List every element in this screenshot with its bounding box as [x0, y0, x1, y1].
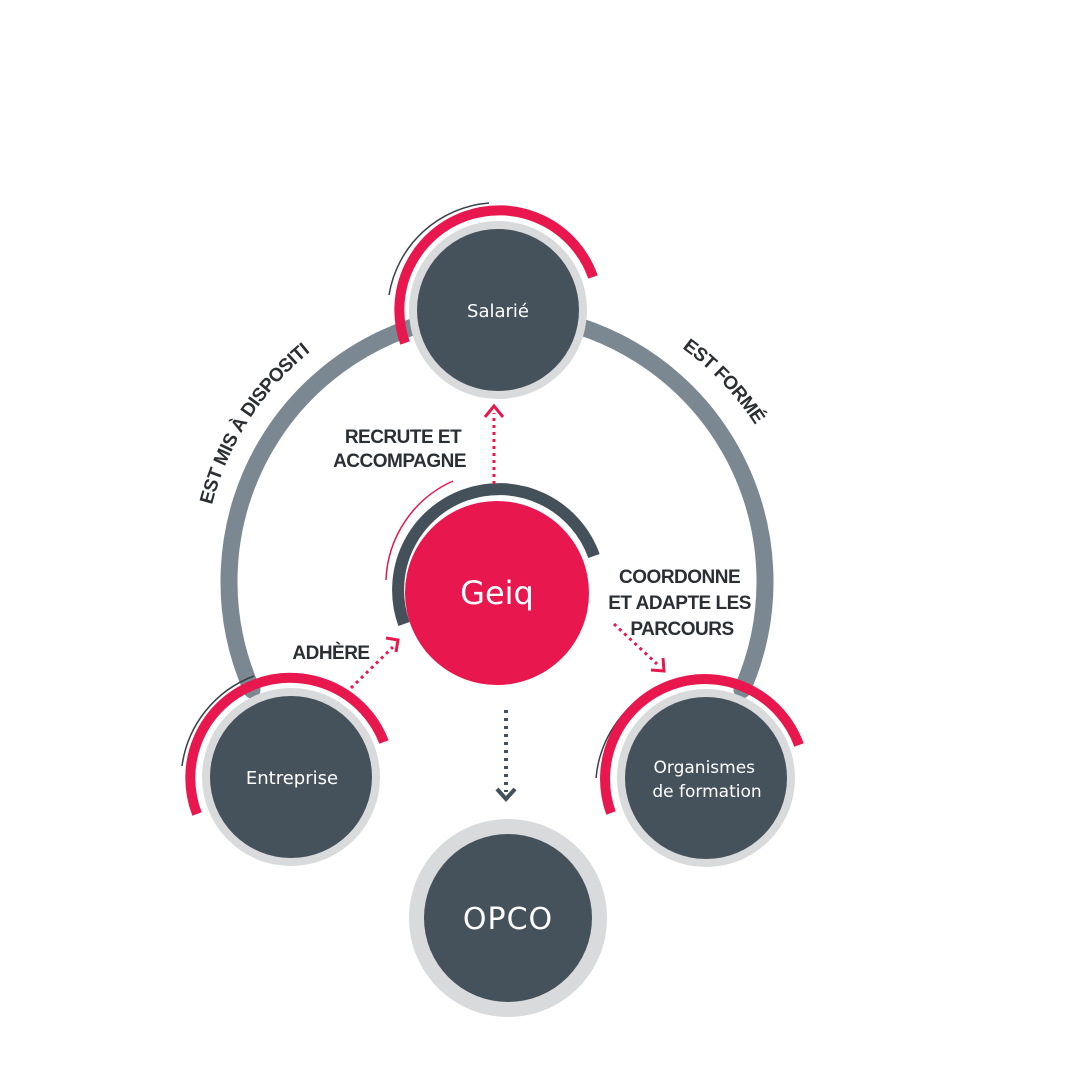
entreprise-thin-arc [181, 675, 255, 767]
organismes-red-arc [600, 674, 804, 815]
arrow-geiq-to-organismes [612, 622, 666, 673]
label-adhere: ADHÈRE [292, 642, 369, 664]
geiq-label: Geiq [460, 574, 534, 612]
opco-circle [424, 834, 592, 1002]
label-recrute-et-accompagne: RECRUTE ET ACCOMPAGNE [333, 427, 466, 472]
geiq-circle [405, 501, 589, 685]
opco-label: OPCO [463, 902, 553, 937]
salarie-circle [417, 229, 579, 391]
coordonne-line2: ET ADAPTE LES [608, 593, 751, 614]
geiq-thin-arc [385, 480, 454, 581]
label-est-forme: EST FORMÉ [679, 335, 769, 427]
label-coordonne: COORDONNE ET ADAPTE LES PARCOURS [608, 567, 755, 640]
coordonne-line1: COORDONNE [619, 567, 740, 588]
organismes-label-line1: Organismes [654, 758, 756, 778]
salarie-red-arc [394, 205, 598, 345]
node-opco: OPCO [409, 819, 607, 1017]
entreprise-label: Entreprise [246, 768, 338, 789]
organismes-label-line2: de formation [652, 782, 761, 802]
recrute-line2: ACCOMPAGNE [333, 451, 466, 472]
organismes-label: Organismes de formation [652, 758, 761, 802]
arrow-geiq-to-salarie [483, 403, 505, 484]
geiq-dark-arc [392, 483, 600, 627]
node-entreprise: Entreprise [181, 672, 389, 866]
arrow-entreprise-to-geiq [349, 636, 400, 690]
coordonne-line3: PARCOURS [630, 619, 733, 640]
organismes-circle [625, 697, 787, 859]
arrow-geiq-to-opco [495, 710, 517, 802]
node-salarie: Salarié [388, 202, 598, 399]
recrute-line1: RECRUTE ET [345, 427, 462, 448]
node-geiq: Geiq [385, 480, 600, 685]
salarie-label: Salarié [467, 301, 529, 322]
salarie-thin-arc [388, 202, 490, 296]
entreprise-red-arc [185, 672, 389, 816]
node-organismes: Organismes de formation [595, 674, 804, 867]
entreprise-circle [210, 696, 372, 858]
